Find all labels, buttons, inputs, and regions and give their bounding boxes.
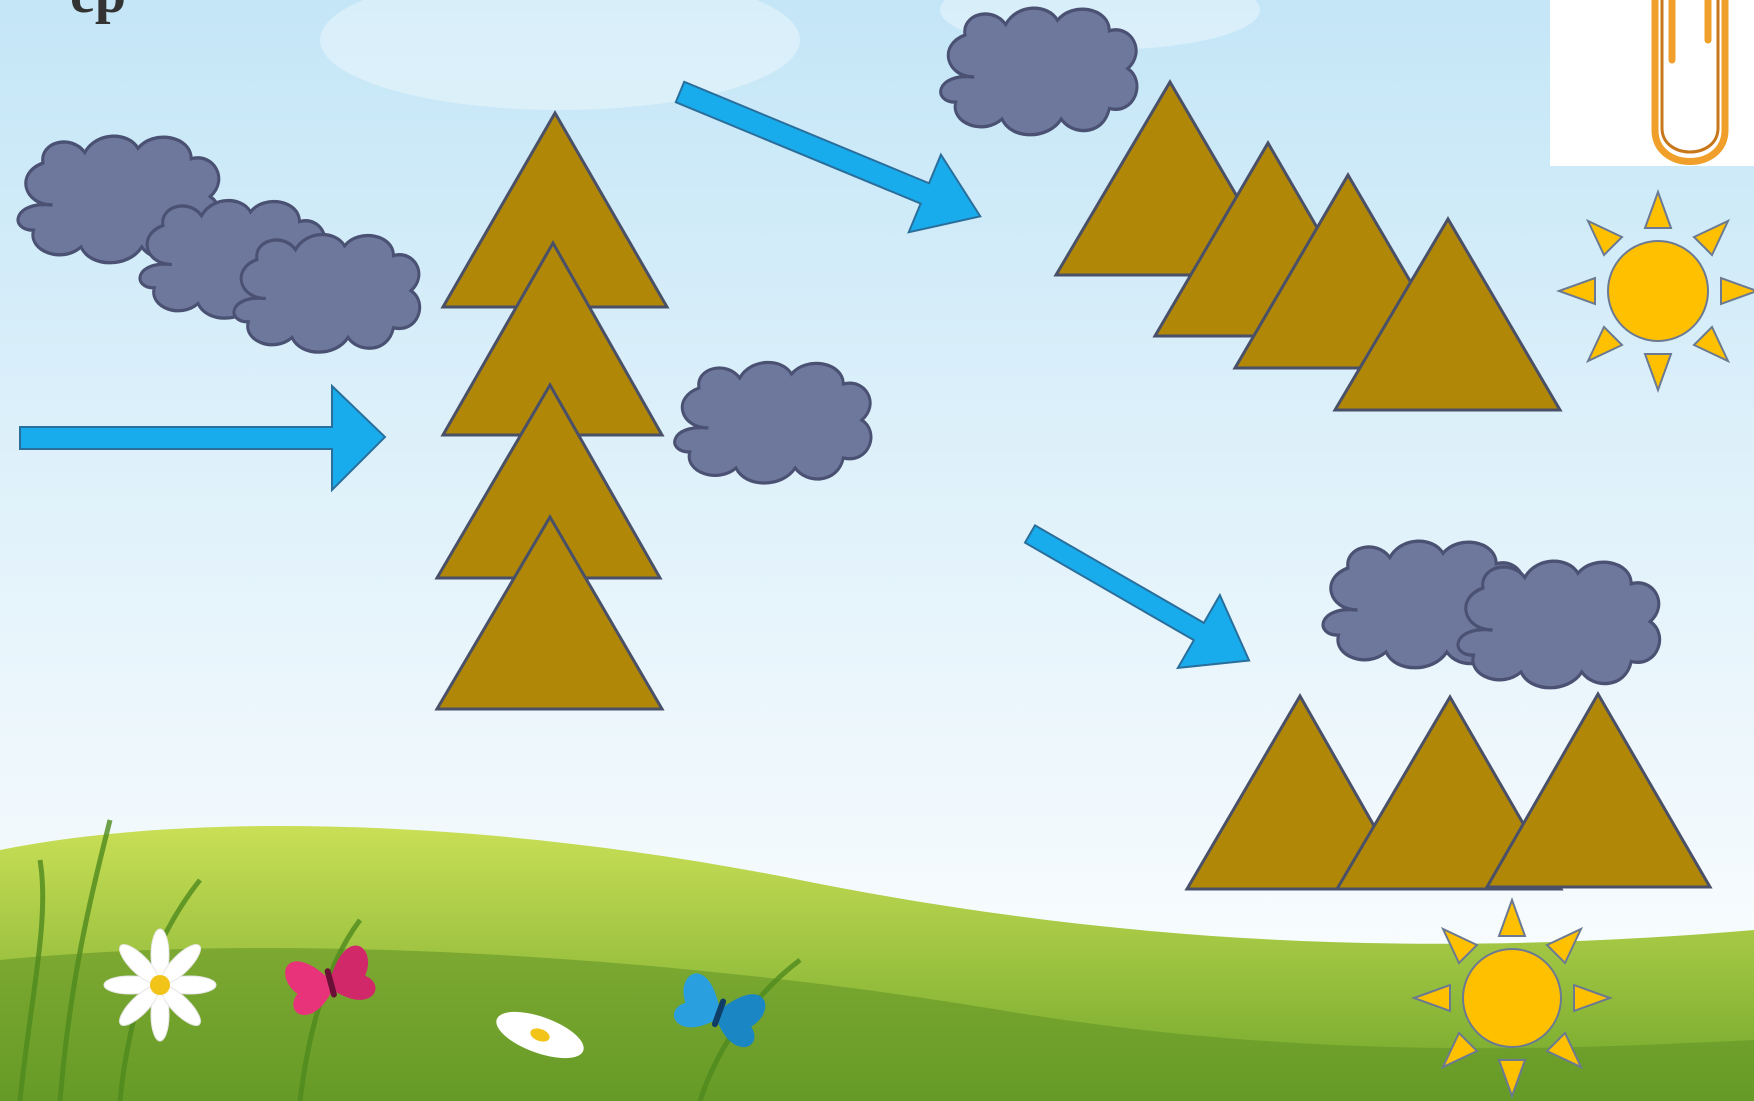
sun-icon [1414,900,1610,1096]
cloud-icon [234,235,420,353]
cloud-icon [1458,561,1660,688]
daisy-icon [104,929,216,1041]
slide-title-fragment: ep [70,0,126,22]
cloud-icon [675,362,871,483]
cloud-icon [941,8,1137,135]
sun-icon [1559,192,1754,390]
